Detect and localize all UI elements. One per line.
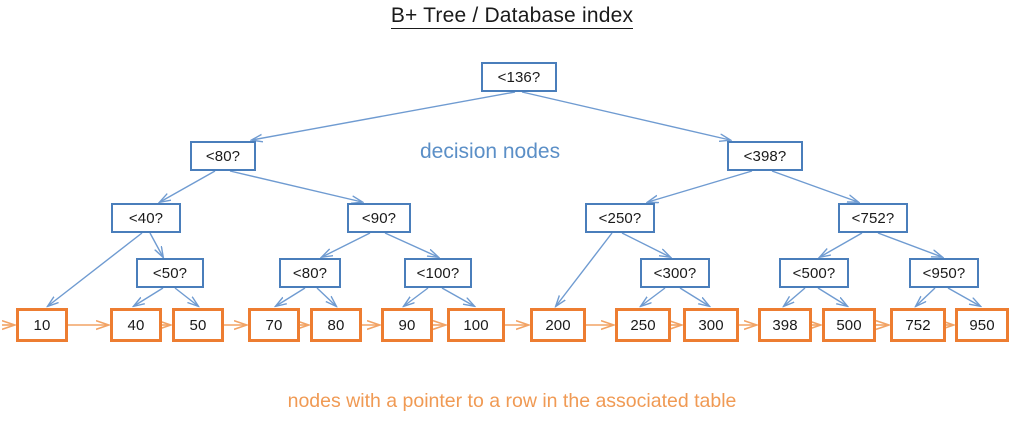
edge-d136-to-d80: [252, 91, 516, 140]
page-title-text: B+ Tree / Database index: [390, 4, 634, 29]
edge-d80b-to-l80: [316, 287, 336, 306]
leaf-node-l250[interactable]: 250: [615, 308, 671, 342]
edge-d100-to-l100: [441, 287, 474, 306]
edge-d500-to-l500: [817, 287, 847, 306]
edge-d80-to-d90: [229, 170, 362, 202]
decision-node-d80b[interactable]: <80?: [279, 258, 341, 288]
edge-d90-to-d100: [384, 232, 438, 257]
edge-d250-to-d300: [621, 232, 670, 257]
edge-d50-to-l50: [174, 287, 198, 306]
edge-d300-to-l250: [641, 287, 666, 306]
decision-node-d100[interactable]: <100?: [404, 258, 472, 288]
decision-edge-group: [48, 91, 980, 306]
decision-node-d80[interactable]: <80?: [190, 141, 256, 171]
leaf-node-l398[interactable]: 398: [758, 308, 812, 342]
edge-d100-to-l90: [404, 287, 429, 306]
leaf-node-l752[interactable]: 752: [890, 308, 946, 342]
edge-d950-to-l950: [947, 287, 980, 306]
edge-d950-to-l752: [916, 287, 936, 306]
decision-node-d950[interactable]: <950?: [909, 258, 979, 288]
decision-node-d90[interactable]: <90?: [347, 203, 411, 233]
leaf-node-l90[interactable]: 90: [381, 308, 433, 342]
edge-d50-to-l40: [134, 287, 164, 306]
decision-node-d752[interactable]: <752?: [838, 203, 908, 233]
page-title: B+ Tree / Database index: [0, 4, 1024, 29]
decision-node-d398[interactable]: <398?: [727, 141, 803, 171]
edge-d40-to-l10: [48, 232, 143, 306]
leaf-node-l950[interactable]: 950: [955, 308, 1009, 342]
edge-d398-to-d250: [648, 170, 753, 202]
leaf-node-l200[interactable]: 200: [530, 308, 586, 342]
leaf-node-l300[interactable]: 300: [683, 308, 739, 342]
leaf-node-l100[interactable]: 100: [447, 308, 505, 342]
leaf-node-l500[interactable]: 500: [822, 308, 876, 342]
edge-d80-to-d40: [160, 170, 216, 202]
leaf-caption-line-1: nodes with a pointer to a row in the ass…: [287, 390, 737, 412]
leaf-node-l40[interactable]: 40: [110, 308, 162, 342]
edge-d752-to-d950: [877, 232, 942, 257]
edge-d136-to-d398: [521, 91, 730, 140]
edge-d398-to-d752: [771, 170, 858, 202]
edge-d500-to-l398: [784, 287, 806, 306]
decision-node-d136[interactable]: <136?: [481, 62, 557, 92]
leaf-node-l80[interactable]: 80: [310, 308, 362, 342]
leaf-node-l70[interactable]: 70: [248, 308, 300, 342]
leaf-node-l10[interactable]: 10: [16, 308, 68, 342]
decision-node-d40[interactable]: <40?: [111, 203, 181, 233]
leaf-nodes-annotation: nodes with a pointer to a row in the ass…: [0, 362, 1024, 424]
decision-node-d250[interactable]: <250?: [585, 203, 655, 233]
edge-d40-to-d50: [149, 232, 163, 257]
edge-d80b-to-l70: [276, 287, 306, 306]
edge-d250-to-l200: [556, 232, 613, 306]
edge-d752-to-d500: [820, 232, 863, 257]
decision-node-d300[interactable]: <300?: [640, 258, 710, 288]
decision-node-d50[interactable]: <50?: [136, 258, 204, 288]
decision-nodes-annotation: decision nodes: [420, 140, 561, 163]
edge-d300-to-l300: [679, 287, 709, 306]
leaf-node-l50[interactable]: 50: [172, 308, 224, 342]
decision-node-d500[interactable]: <500?: [779, 258, 849, 288]
edge-d90-to-d80b: [322, 232, 371, 257]
